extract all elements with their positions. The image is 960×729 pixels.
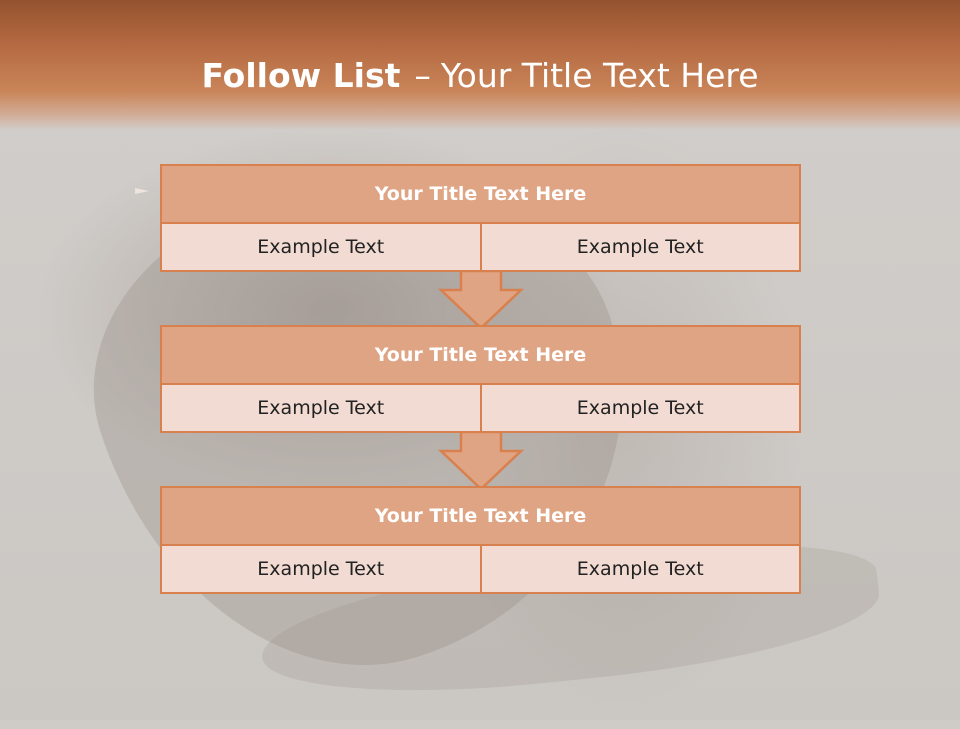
block-cell-right: Example Text: [479, 385, 800, 431]
title-banner: [0, 0, 960, 130]
list-block-2: Your Title Text Here Example Text Exampl…: [160, 325, 801, 433]
block-title: Your Title Text Here: [162, 327, 799, 385]
slide-title-bold: Follow List: [201, 56, 401, 95]
decorative-mark: [135, 188, 149, 194]
down-arrow-icon: [438, 431, 524, 491]
block-title: Your Title Text Here: [162, 166, 799, 224]
block-cell-right: Example Text: [479, 546, 800, 592]
list-block-1: Your Title Text Here Example Text Exampl…: [160, 164, 801, 272]
slide-title-dash: –: [414, 56, 431, 95]
block-cell-left: Example Text: [257, 558, 385, 580]
block-cell-left: Example Text: [257, 236, 385, 258]
slide-title: Follow List–Your Title Text Here: [0, 56, 960, 96]
block-row: Example Text Example Text: [162, 546, 799, 592]
list-block-3: Your Title Text Here Example Text Exampl…: [160, 486, 801, 594]
slide-title-rest: Your Title Text Here: [440, 56, 759, 95]
block-cell-left: Example Text: [257, 397, 385, 419]
block-cell-right: Example Text: [479, 224, 800, 270]
down-arrow-icon: [438, 270, 524, 330]
block-row: Example Text Example Text: [162, 224, 799, 270]
block-title: Your Title Text Here: [162, 488, 799, 546]
block-row: Example Text Example Text: [162, 385, 799, 431]
